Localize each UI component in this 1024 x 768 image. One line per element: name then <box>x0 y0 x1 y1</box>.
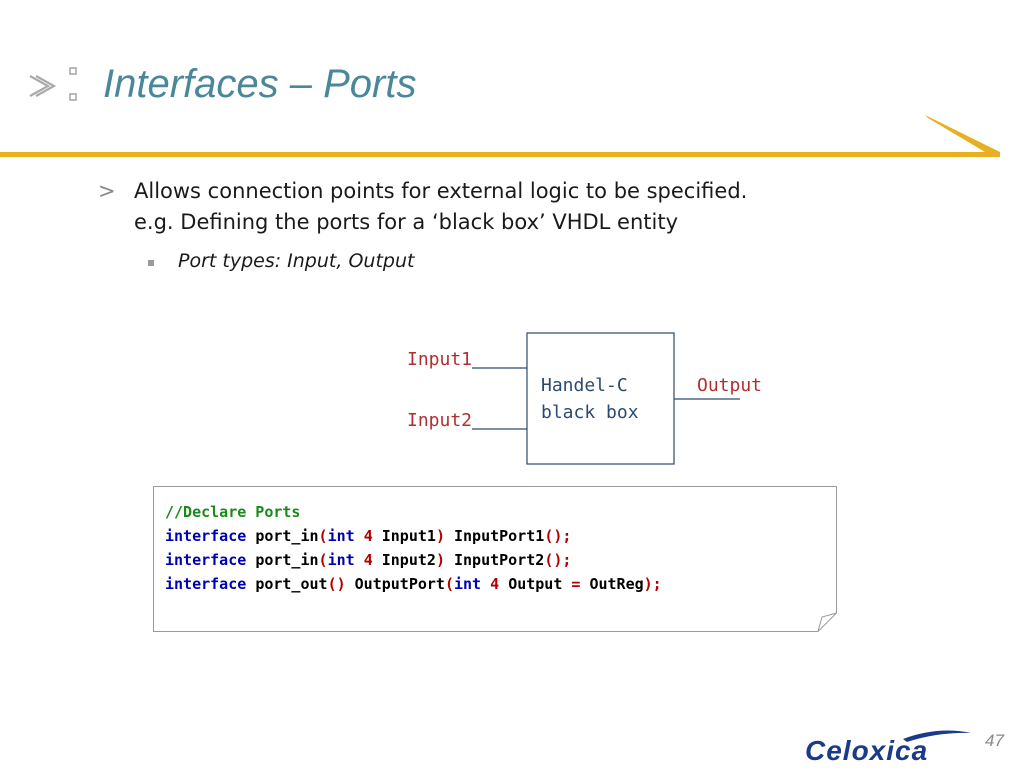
black-box-diagram: Input1 Input2 Handel-C black box Output <box>407 332 762 465</box>
code-identifier: port_in <box>255 527 319 545</box>
square-bullet-icon <box>148 260 154 266</box>
code-keyword: interface <box>165 575 247 593</box>
code-note-frame <box>153 486 837 632</box>
output-label: Output <box>697 375 762 396</box>
page-title: Interfaces – Ports <box>103 62 417 106</box>
code-punct: ) <box>435 527 445 545</box>
code-punct: = <box>571 575 581 593</box>
code-punct: (); <box>544 551 572 569</box>
code-punct: (); <box>544 527 572 545</box>
code-punct: ); <box>643 575 662 593</box>
code-identifier: InputPort2 <box>454 551 545 569</box>
code-punct: ( <box>444 575 454 593</box>
bullet-text-line1: Allows connection points for external lo… <box>134 179 748 203</box>
code-identifier: port_out <box>255 575 328 593</box>
code-block: //Declare Ports interface port_in(int 4 … <box>165 500 662 596</box>
code-number: 4 <box>363 551 373 569</box>
code-keyword: interface <box>165 527 247 545</box>
code-number: 4 <box>490 575 500 593</box>
code-identifier: port_in <box>255 551 319 569</box>
bullet-marker: > <box>98 179 116 203</box>
code-punct: () <box>327 575 346 593</box>
code-identifier: Input1 <box>381 527 436 545</box>
chevron-icon <box>29 67 77 101</box>
code-punct: ) <box>435 551 445 569</box>
code-identifier: Output <box>508 575 563 593</box>
code-identifier: InputPort1 <box>454 527 545 545</box>
brand-name: Celoxica <box>805 735 928 764</box>
code-punct: ( <box>318 527 328 545</box>
code-identifier: Input2 <box>381 551 436 569</box>
sub-bullet-item: Port types: Input, Output <box>148 250 958 272</box>
page-number: 47 <box>985 731 1004 750</box>
box-label-line2: black box <box>541 402 639 423</box>
code-keyword: interface <box>165 551 247 569</box>
celoxica-logo: Celoxica <box>805 730 971 764</box>
code-comment: //Declare Ports <box>165 503 301 521</box>
code-number: 4 <box>363 527 373 545</box>
bullet-list: > Allows connection points for external … <box>98 176 958 272</box>
code-keyword: int <box>327 527 355 545</box>
bullet-text-line2: e.g. Defining the ports for a ‘black box… <box>134 210 679 234</box>
code-keyword: int <box>327 551 355 569</box>
sub-bullet-text: Port types: Input, Output <box>178 250 415 272</box>
code-identifier: OutputPort <box>354 575 445 593</box>
code-punct: ( <box>318 551 328 569</box>
bullet-item: > Allows connection points for external … <box>98 176 958 238</box>
input2-label: Input2 <box>407 410 472 431</box>
black-box <box>526 332 675 465</box>
box-label-line1: Handel-C <box>541 375 628 396</box>
header-divider <box>0 115 1000 157</box>
input1-label: Input1 <box>407 349 472 370</box>
code-identifier: OutReg <box>589 575 644 593</box>
code-keyword: int <box>454 575 482 593</box>
